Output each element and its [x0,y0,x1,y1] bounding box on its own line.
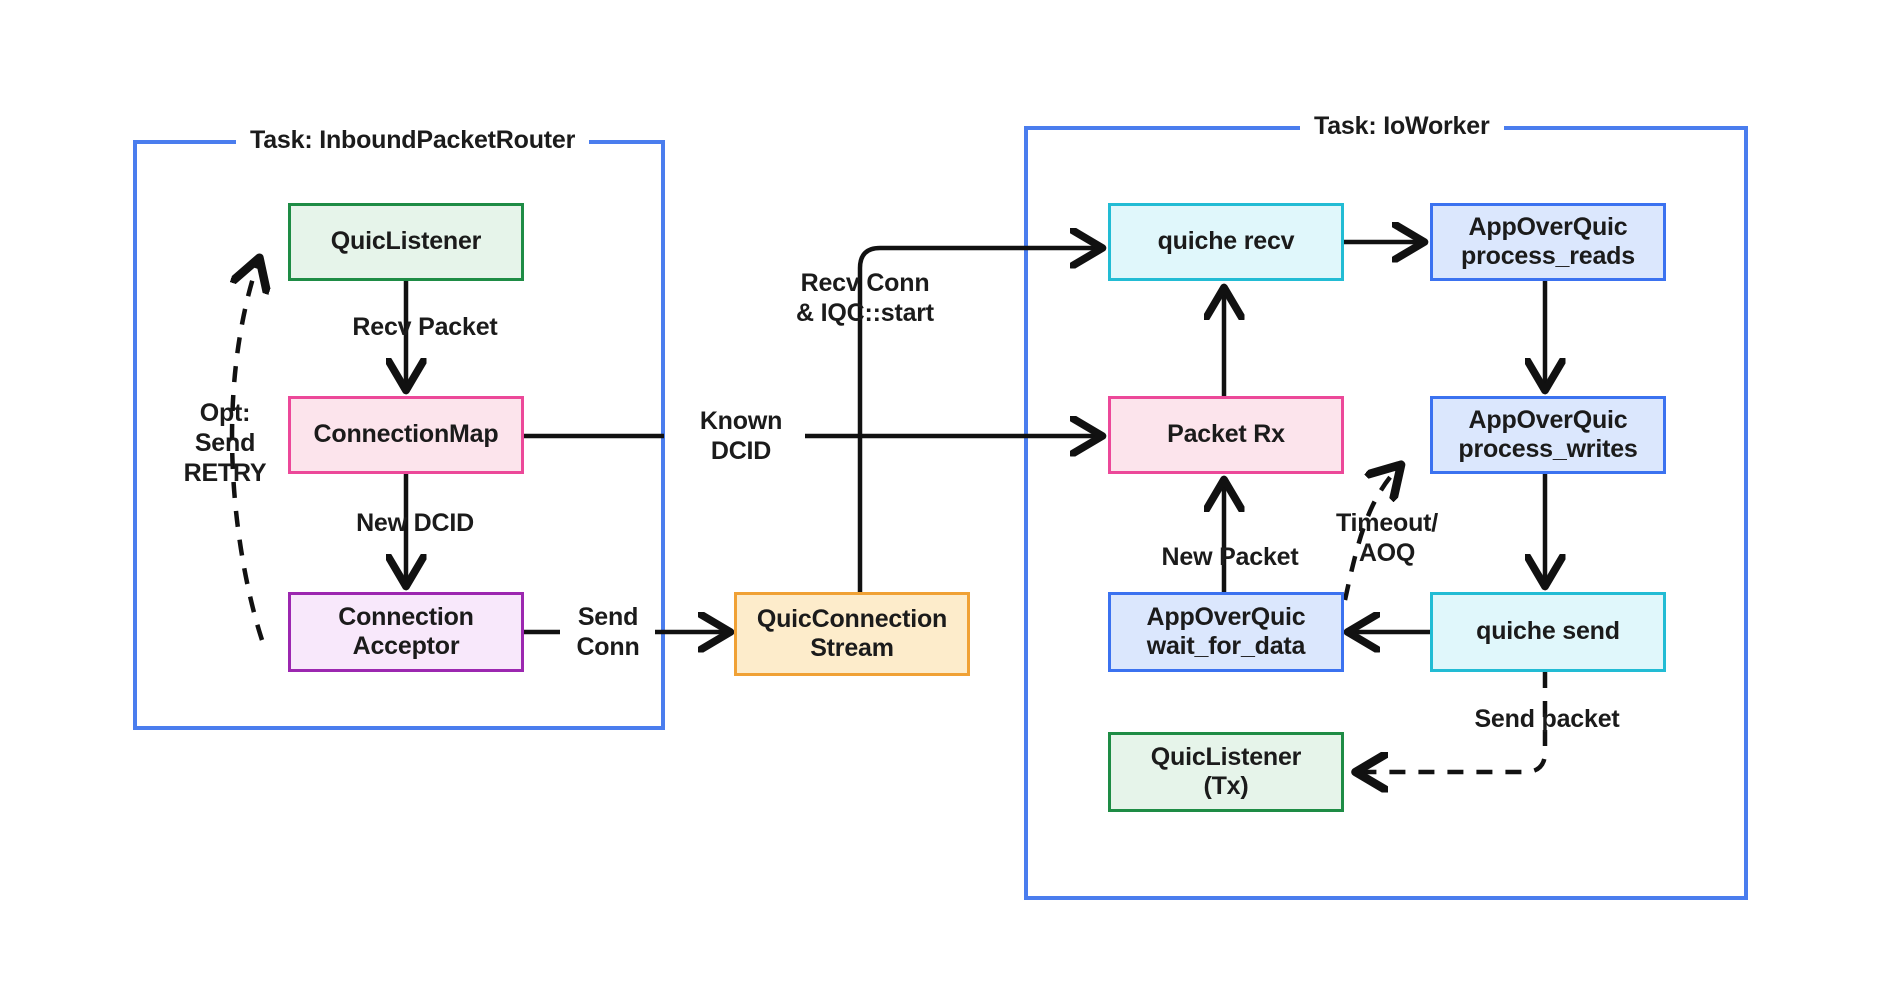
edge-label-send-packet: Send packet [1474,705,1620,733]
node-wait-for-data[interactable]: AppOverQuic wait_for_data [1108,592,1344,672]
node-quiche-recv[interactable]: quiche recv [1108,203,1344,281]
edge-label-timeout-aoq: Timeout/ AOQ [1335,509,1439,567]
node-process-writes[interactable]: AppOverQuic process_writes [1430,396,1666,474]
edge-label-new-packet: New Packet [1161,543,1299,571]
node-quic-listener-tx[interactable]: QuicListener (Tx) [1108,732,1344,812]
node-quic-listener-rx[interactable]: QuicListener [288,203,524,281]
node-quiche-send[interactable]: quiche send [1430,592,1666,672]
edge-label-recv-packet: Recv Packet [352,313,498,341]
node-packet-rx[interactable]: Packet Rx [1108,396,1344,474]
edge-label-opt-send-retry: Opt: Send RETRY [183,399,267,487]
node-quic-connection-stream[interactable]: QuicConnection Stream [734,592,970,676]
panel-title-inbound-packet-router: Task: InboundPacketRouter [236,126,590,155]
edge-label-known-dcid: Known DCID [699,407,783,465]
edge-label-new-dcid: New DCID [356,509,474,537]
node-process-reads[interactable]: AppOverQuic process_reads [1430,203,1666,281]
panel-title-io-worker: Task: IoWorker [1300,112,1504,141]
edge-label-send-conn: Send Conn [576,603,640,661]
edge-label-recv-conn-iqc-start: Recv Conn & IQC::start [796,269,934,327]
node-connection-map[interactable]: ConnectionMap [288,396,524,474]
node-connection-acceptor[interactable]: Connection Acceptor [288,592,524,672]
